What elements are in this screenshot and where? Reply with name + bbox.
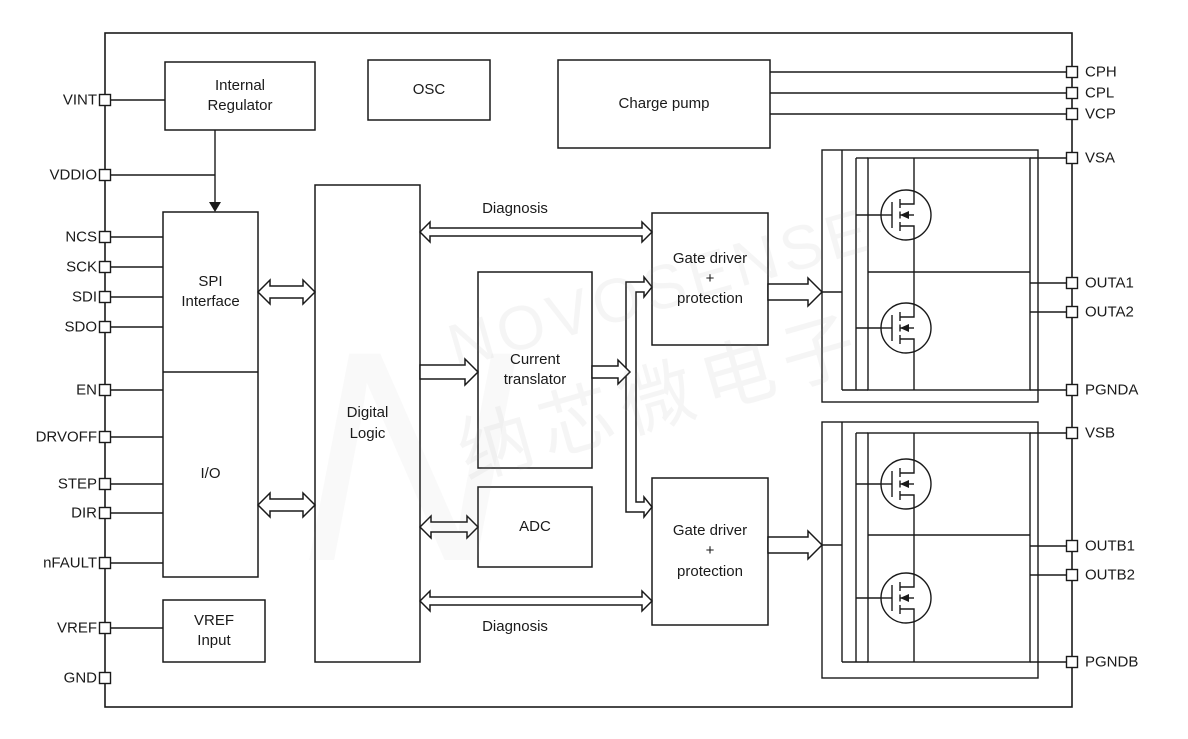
block-vref-input: VREF Input [193,611,234,649]
bridge-a-inner-rect [867,157,1031,391]
block-gate-driver-a: Gate driver + protection [672,249,748,308]
pin-sdo [98,320,112,334]
pin-dir [98,506,112,520]
block-vref-input-rect [162,599,266,663]
pin-squares [98,65,1079,685]
blocks [162,59,771,663]
pin-label-outa2: OUTA2 [1085,303,1134,321]
block-io: I/O [200,465,221,483]
pin-label-dir: DIR [71,504,97,522]
pin-label-vcp: VCP [1085,105,1116,123]
pin-vref [98,621,112,635]
mosfet-b-low-icon [880,572,932,624]
pin-cpl [1065,86,1079,100]
pin-gnd [98,671,112,685]
pin-label-vsa: VSA [1085,149,1116,167]
pin-label-cpl: CPL [1085,84,1115,102]
arrow-split-gate-drivers [625,274,653,520]
arrow-translator-out [591,358,632,386]
pin-label-sck: SCK [66,258,97,276]
pin-outb2 [1065,568,1079,582]
pin-sck [98,260,112,274]
pin-outa1 [1065,276,1079,290]
pin-pgnda [1065,383,1079,397]
arrow-diagnosis-top [418,220,654,244]
pin-vint [98,93,112,107]
pin-en [98,383,112,397]
half-bridge-b [821,421,1039,679]
pin-label-drvoff: DRVOFF [35,428,97,446]
mosfet-a-low-icon [880,302,932,354]
pin-label-vint: VINT [62,91,97,109]
mosfet-b-high-icon [880,458,932,510]
block-gate-driver-b: Gate driver + protection [672,522,748,580]
block-current-translator: Current translator [503,350,567,388]
pin-label-cph: CPH [1085,63,1117,81]
arrow-digital-translator [419,357,480,387]
block-internal-regulator: Internal Regulator [207,76,273,114]
arrows [256,220,824,613]
bridge-a-outer-rect [821,149,1039,403]
pin-label-en: EN [76,381,97,399]
half-bridge-a [821,149,1039,403]
pin-label-pgnda: PGNDA [1085,381,1139,399]
pin-ncs [98,230,112,244]
diagnosis-label-top: Diagnosis [482,200,548,217]
pin-vsb [1065,426,1079,440]
pin-label-vref: VREF [56,619,97,637]
block-internal-regulator-rect [164,61,316,131]
pin-label-sdo: SDO [64,318,97,336]
arrow-driver-a-bridge [767,276,824,308]
pin-label-nfault: nFAULT [43,554,97,572]
block-osc: OSC [412,80,446,98]
block-digital-logic-rect [314,184,421,663]
pin-pgndb [1065,655,1079,669]
pin-label-outb2: OUTB2 [1085,566,1136,584]
pin-outa2 [1065,305,1079,319]
block-current-translator-rect [477,271,593,469]
pin-cph [1065,65,1079,79]
pin-drvoff [98,430,112,444]
pin-label-vsb: VSB [1085,424,1116,442]
arrow-diagnosis-bottom [418,589,654,613]
mosfet-a-high-icon [880,189,932,241]
pin-sdi [98,290,112,304]
chip-boundary [104,32,1073,708]
pin-label-step: STEP [57,475,97,493]
block-gate-driver-a-rect [651,212,769,346]
pin-vcp [1065,107,1079,121]
arrow-driver-b-bridge [767,529,824,561]
block-spi-interface: SPI Interface [181,272,240,310]
pin-label-ncs: NCS [65,228,97,246]
pin-label-outa1: OUTA1 [1085,274,1134,292]
arrow-io-digital [256,491,317,519]
pin-label-vddio: VDDIO [49,166,97,184]
arrow-spi-digital [256,278,317,306]
wires [110,71,1067,663]
block-spi-io-rect [162,211,259,578]
pin-label-outb1: OUTB1 [1085,537,1136,555]
watermark-monogram: N [300,288,520,624]
pin-nfault [98,556,112,570]
block-digital-logic: Digital Logic [346,404,389,442]
block-adc: ADC [519,517,551,535]
pin-vsa [1065,151,1079,165]
vddio-arrowhead [209,202,221,212]
pin-step [98,477,112,491]
block-charge-pump-rect [557,59,771,149]
arrow-adc [418,514,480,540]
block-osc-rect [367,59,491,121]
pin-outb1 [1065,539,1079,553]
diagnosis-label-bottom: Diagnosis [482,618,548,635]
pin-vddio [98,168,112,182]
pin-label-gnd: GND [63,669,97,687]
block-charge-pump: Charge pump [618,94,710,112]
block-gate-driver-b-rect [651,477,769,626]
block-adc-rect [477,486,593,568]
pin-label-sdi: SDI [71,288,97,306]
bridge-b-outer-rect [821,421,1039,679]
pin-label-pgndb: PGNDB [1085,653,1139,671]
